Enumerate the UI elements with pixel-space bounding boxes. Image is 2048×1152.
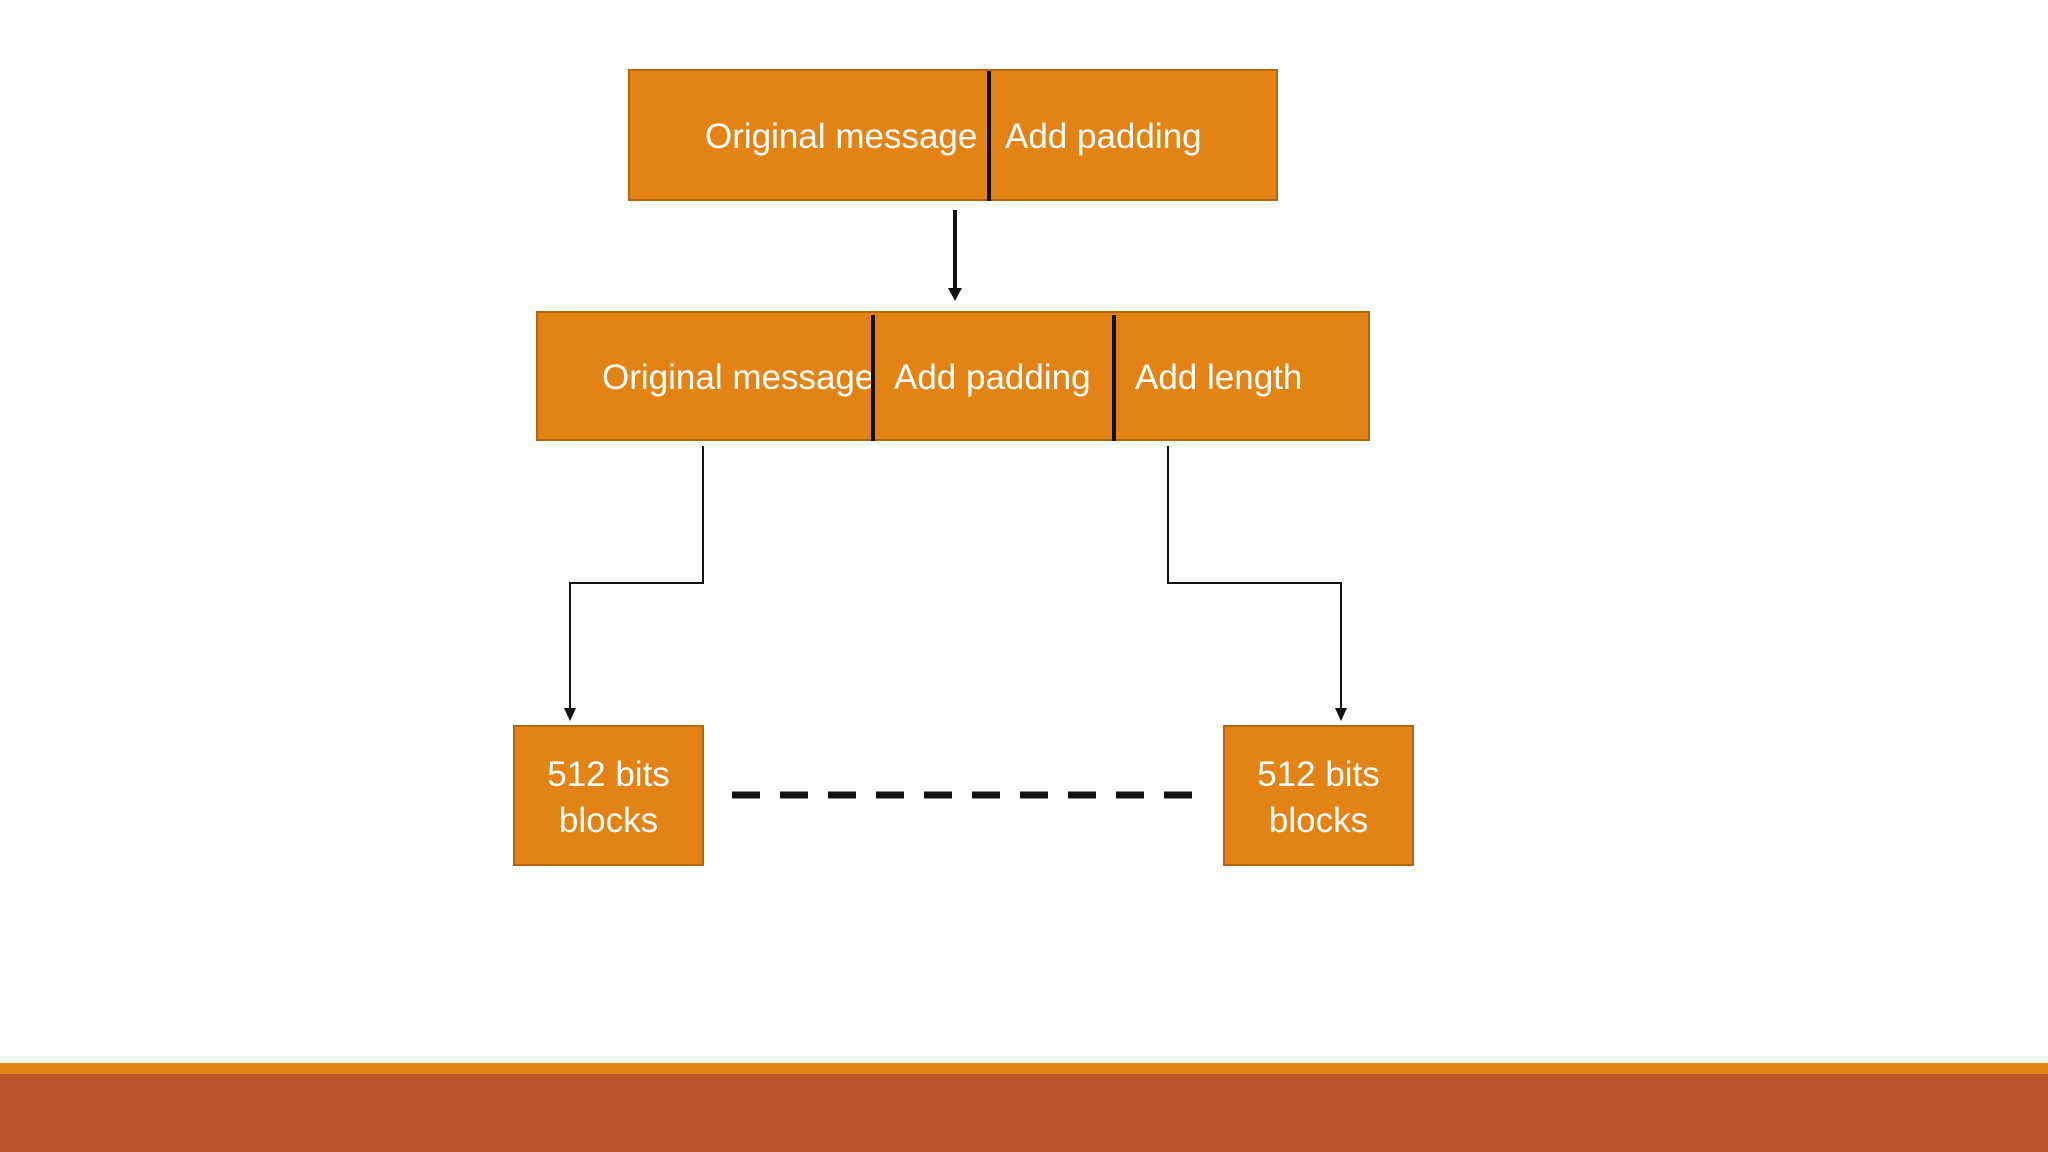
block-right: 512 bits blocks — [1223, 725, 1414, 866]
footer-band — [0, 1074, 2048, 1152]
top-message-bar: Original message Add padding — [628, 69, 1278, 201]
block-right-line1: 512 bits — [1257, 755, 1380, 794]
middle-message-bar: Original message Add padding Add length — [536, 311, 1370, 441]
connector-left-elbow — [564, 446, 704, 721]
block-left-line2: blocks — [558, 801, 659, 840]
footer-accent-stripe — [0, 1063, 2048, 1074]
down-arrow-top-to-middle — [948, 210, 962, 301]
block-left-line1: 512 bits — [547, 755, 670, 794]
middle-add-length-label: Add length — [1135, 358, 1303, 397]
connector-right-elbow — [1167, 446, 1347, 721]
block-left: 512 bits blocks — [513, 725, 704, 866]
middle-bar-divider-2 — [1112, 315, 1116, 441]
block-right-line2: blocks — [1268, 801, 1369, 840]
top-add-padding-label: Add padding — [1005, 117, 1202, 156]
middle-original-message-label: Original message — [602, 358, 875, 397]
top-bar-divider — [987, 71, 991, 201]
middle-bar-divider-1 — [871, 315, 875, 441]
top-original-message-label: Original message — [705, 117, 978, 156]
middle-add-padding-label: Add padding — [894, 358, 1091, 397]
